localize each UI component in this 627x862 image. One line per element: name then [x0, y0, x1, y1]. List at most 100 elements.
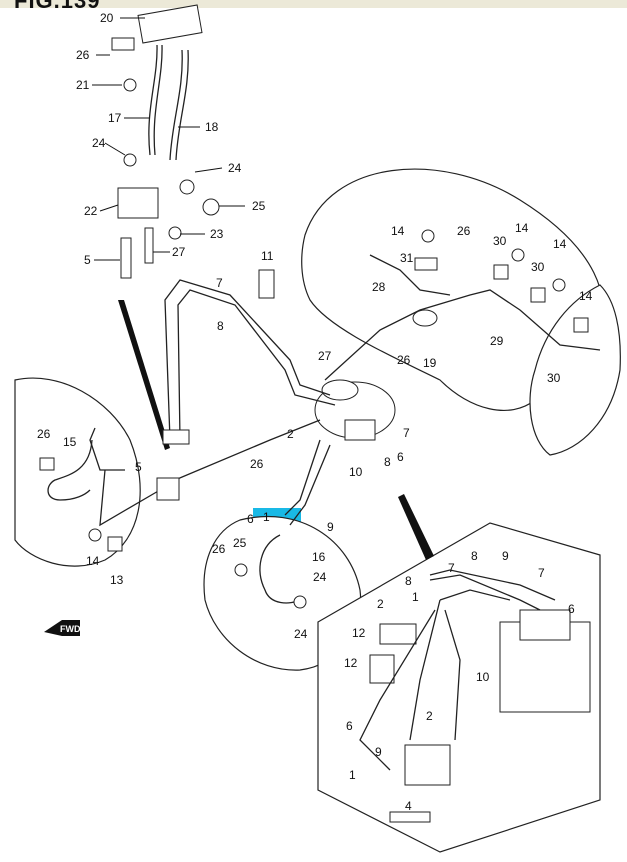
callout-14: 14 — [553, 237, 567, 251]
hose-17-outer — [153, 44, 163, 156]
callout-26: 26 — [212, 542, 226, 556]
hose-18-outer — [175, 49, 189, 161]
callout-7: 7 — [403, 426, 410, 440]
inset-pipe-6 — [359, 609, 436, 771]
bolt-25-lower — [234, 563, 248, 577]
callout-1: 1 — [263, 510, 270, 524]
junction-block-left — [156, 477, 180, 501]
callout-23: 23 — [210, 227, 224, 241]
inset-bolt-4 — [389, 811, 431, 823]
clip-13 — [107, 536, 123, 552]
callout-30: 30 — [493, 234, 507, 248]
front-left-wheel — [14, 377, 141, 567]
callout-8: 8 — [217, 319, 224, 333]
callout-7: 7 — [538, 566, 545, 580]
pipe-27-stub — [144, 227, 154, 264]
callout-26: 26 — [457, 224, 471, 238]
hose-15 — [47, 439, 93, 501]
callout-27: 27 — [172, 245, 186, 259]
callout-1: 1 — [412, 590, 419, 604]
bolt-14-rear — [421, 229, 435, 243]
caliper-fitting-22 — [117, 187, 159, 219]
callout-21: 21 — [76, 78, 90, 92]
callout-1: 1 — [349, 768, 356, 782]
clip-31 — [414, 257, 438, 271]
callout-15: 15 — [63, 435, 77, 449]
callout-25: 25 — [233, 536, 247, 550]
junction-block-mid — [162, 429, 190, 445]
callout-7: 7 — [448, 561, 455, 575]
clip-11 — [258, 269, 275, 299]
callout-10: 10 — [476, 670, 490, 684]
pointer-arrow-upper — [118, 300, 170, 450]
inset-pipe-10 — [444, 609, 461, 741]
callout-30: 30 — [547, 371, 561, 385]
callout-14: 14 — [391, 224, 405, 238]
fwd-label: FWD — [60, 624, 81, 634]
callout-26: 26 — [250, 457, 264, 471]
pipe-to-rear — [324, 289, 601, 381]
inset-pipe-7 — [429, 569, 556, 601]
inset-pipe-8 — [429, 574, 541, 611]
pipe-10 — [284, 439, 321, 516]
inset-valve-block — [404, 744, 451, 786]
connector-12-bottom — [369, 654, 395, 684]
clip-26-top — [111, 37, 135, 51]
bolt-23 — [168, 226, 182, 240]
callout-8: 8 — [471, 549, 478, 563]
clip-30b — [530, 287, 546, 303]
pipe-6 — [289, 444, 331, 526]
callout-24: 24 — [313, 570, 327, 584]
callout-16: 16 — [312, 550, 326, 564]
pipe-5-main — [89, 427, 125, 471]
figure-title: FIG.139 — [14, 0, 101, 13]
callout-9: 9 — [327, 520, 334, 534]
callout-2: 2 — [287, 427, 294, 441]
callout-6: 6 — [397, 450, 404, 464]
washer-24-lower — [293, 595, 307, 609]
master-cylinder-reservoir — [321, 379, 359, 401]
pipe-8-main — [177, 289, 336, 441]
callout-25: 25 — [252, 199, 266, 213]
hose-19 — [412, 309, 438, 327]
callout-7: 7 — [216, 276, 223, 290]
callout-27: 27 — [318, 349, 332, 363]
callout-9: 9 — [502, 549, 509, 563]
callouts: 20 26 21 17 18 24 24 22 25 23 5 27 11 7 … — [37, 11, 593, 813]
callout-17: 17 — [108, 111, 122, 125]
clip-30c — [573, 317, 589, 333]
callout-26: 26 — [37, 427, 51, 441]
callout-18: 18 — [205, 120, 219, 134]
callout-31: 31 — [400, 251, 414, 265]
bolt-14-rear2 — [511, 248, 525, 262]
bolt-14-rear3 — [552, 278, 566, 292]
hose-17 — [148, 44, 158, 156]
callout-5: 5 — [84, 253, 91, 267]
callout-11: 11 — [261, 249, 274, 263]
leader-lines — [92, 17, 245, 261]
abs-pump — [519, 609, 571, 641]
hose-16 — [259, 534, 301, 604]
pipe-to-booster — [174, 419, 321, 481]
callout-28: 28 — [372, 280, 386, 294]
pipe-5-stub — [120, 237, 132, 279]
inset-pipe-9 — [439, 589, 511, 601]
callout-4: 4 — [405, 799, 412, 813]
pipe-7-main — [164, 279, 331, 441]
callout-14: 14 — [579, 289, 593, 303]
callout-24: 24 — [294, 627, 308, 641]
clip-26-front — [39, 457, 55, 471]
callout-26: 26 — [76, 48, 90, 62]
callout-5: 5 — [135, 460, 142, 474]
proportioning-valve — [344, 419, 376, 441]
callout-26: 26 — [397, 353, 411, 367]
hose-18 — [169, 49, 183, 161]
connector-12-top — [379, 623, 417, 645]
bolt-25 — [202, 198, 220, 216]
callout-2: 2 — [426, 709, 433, 723]
callout-6: 6 — [247, 512, 254, 526]
callout-24: 24 — [92, 136, 106, 150]
callout-8: 8 — [384, 455, 391, 469]
bracket-20 — [137, 4, 203, 44]
